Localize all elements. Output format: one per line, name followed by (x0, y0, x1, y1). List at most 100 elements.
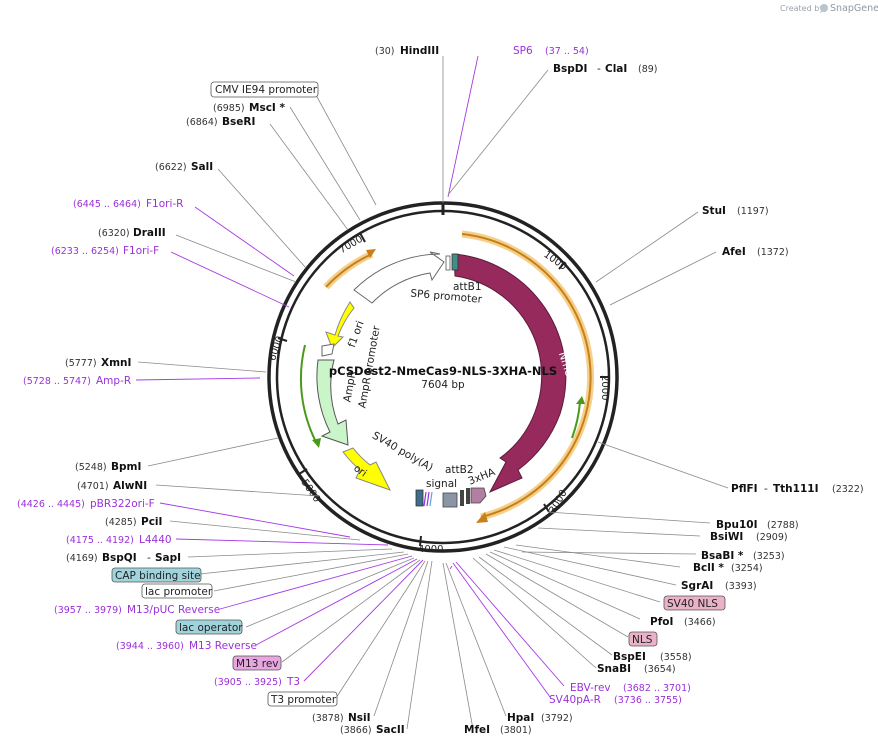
attb1-label: attB1 (453, 281, 482, 293)
primer-mark-b (426, 491, 430, 507)
attb1-feature[interactable] (451, 253, 459, 271)
tick-4000 (419, 535, 422, 547)
nls-label: NLS (632, 634, 653, 646)
lac-promoter-label: lac promoter (145, 586, 213, 598)
sp6-promoter-arrow[interactable] (353, 251, 445, 304)
sp6-primer-label: SP6 (513, 45, 533, 57)
sali-label: SalI (191, 161, 213, 173)
bpmi-label: BpmI (111, 461, 141, 473)
sgrai-label: SgrAI (681, 580, 713, 592)
f1orir-range: (6445 .. 6464) (73, 199, 141, 210)
sv40-polya-label: SV40 poly(A) (370, 430, 435, 474)
tick-1000 (558, 261, 566, 270)
ebv-label: EBV-rev (570, 682, 611, 694)
afei-pos: (1372) (757, 247, 789, 258)
sv40-nls-box[interactable] (663, 595, 726, 611)
primer-mark-c (429, 491, 433, 507)
bspqi-pos: (4169) (66, 553, 98, 564)
xmni-label: XmnI (101, 357, 131, 369)
pfoi-pos: (3466) (684, 617, 716, 628)
credit-created-by: Created by (780, 4, 824, 13)
ebv-range: (3682 .. 3701) (623, 683, 691, 694)
bsabi-label: BsaBI * (701, 550, 744, 562)
hindiii-pos: (30) (375, 46, 395, 57)
sp6-marker (445, 255, 451, 271)
bsabi-pos: (3253) (753, 551, 785, 562)
t3-promoter-label: T3 promoter (270, 694, 337, 706)
bseri-label: BseRI (222, 116, 255, 128)
pflfi-sep: - (764, 483, 768, 495)
hindiii-label: HindIII (400, 45, 439, 57)
cmv-promoter-box[interactable] (210, 81, 319, 98)
bseri-pos: (6864) (186, 117, 218, 128)
sv40-nls-label: SV40 NLS (667, 598, 718, 610)
f1-primer-arrowhead-icon (366, 249, 376, 258)
cap-binding-box[interactable] (111, 567, 202, 583)
bottom-labels: MfeI (3801) HpaI (3792) SV40pA-R (3736 .… (464, 519, 799, 736)
nmecas9-feature[interactable] (453, 253, 567, 494)
ampr-label: AmpR (341, 370, 358, 403)
m13puc-label: M13/pUC Reverse (127, 604, 220, 616)
snapgene-logo-icon (820, 4, 828, 12)
m13-rev-box[interactable] (232, 655, 282, 671)
nsii-pos: (3878) (312, 713, 344, 724)
draiii-label: DraIII (133, 227, 166, 239)
signal-label: signal (426, 478, 457, 490)
leader-lines (135, 55, 729, 730)
t3-promoter-box[interactable] (267, 691, 338, 707)
lac-operator-box[interactable] (175, 619, 243, 635)
signal-feature[interactable] (415, 489, 424, 507)
tick-7000 (359, 232, 366, 243)
cmv-region-arc (461, 233, 592, 518)
nsii-label: NsiI (348, 712, 371, 724)
alwni-label: AlwNI (113, 480, 147, 492)
tth111i-label: Tth111I (773, 483, 818, 495)
lac-operator-label: lac operator (179, 622, 243, 634)
plasmid-name: pCSDest2-NmeCas9-NLS-3XHA-NLS (329, 364, 557, 378)
stui-label: StuI (702, 205, 726, 217)
f1-ori-feature[interactable] (325, 301, 355, 349)
tick-label-5000: 5000 (299, 478, 323, 505)
ampr-feature[interactable] (316, 359, 349, 446)
pbr-range: (4426 .. 4445) (17, 499, 85, 510)
bspdi-sep: - (597, 63, 601, 75)
tick-6000 (277, 337, 288, 342)
pcii-pos: (4285) (105, 517, 137, 528)
sv40-polya-box[interactable] (442, 492, 458, 508)
bspqi-label: BspQI (102, 552, 137, 564)
nls-marker (466, 488, 470, 504)
pbr-label: pBR322ori-F (90, 498, 155, 510)
bcli-pos: (3254) (731, 563, 763, 574)
pfoi-label: PfoI (650, 616, 673, 628)
lac-promoter-box[interactable] (141, 583, 213, 599)
tick-label-4000: 4000 (418, 544, 443, 555)
sapi-label: SapI (155, 552, 181, 564)
ampr-promoter-feature[interactable] (321, 343, 335, 357)
green-primer-left-arrowhead-icon (312, 438, 321, 448)
stui-pos: (1197) (737, 206, 769, 217)
outer-feature-arcs (299, 230, 595, 523)
sgrai-pos: (3393) (725, 581, 757, 592)
attb2-feature[interactable] (460, 490, 464, 506)
mfei-pos: (3801) (500, 725, 532, 736)
sali-pos: (6622) (155, 162, 187, 173)
pcii-label: PciI (141, 516, 162, 528)
3xha-feature[interactable] (470, 487, 487, 504)
clai-label: ClaI (605, 63, 627, 75)
credit-brand: SnapGene (830, 3, 878, 14)
msci-label: MscI * (249, 102, 285, 114)
top-labels: (30) HindIII SP6 (37 .. 54) BspDI - ClaI… (375, 45, 658, 75)
snabi-label: SnaBI (597, 663, 631, 675)
draiii-pos: (6320) (98, 228, 130, 239)
t3-label: T3 (286, 676, 300, 688)
f1orif-range: (6233 .. 6254) (51, 246, 119, 257)
tick-label-2000: 2000 (599, 375, 610, 400)
attb2-label: attB2 (445, 464, 474, 476)
m13-rev-label: M13 rev (236, 658, 279, 670)
nls-box[interactable] (628, 631, 658, 647)
ori-feature[interactable] (342, 447, 392, 491)
alwni-pos: (4701) (77, 481, 109, 492)
ampr-primer-range: (5728 .. 5747) (23, 376, 91, 387)
